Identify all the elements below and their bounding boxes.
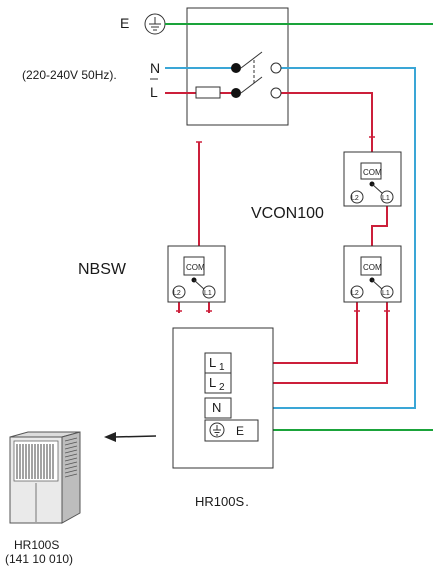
fuse-icon bbox=[195, 86, 221, 99]
earth-symbol-icon bbox=[144, 13, 166, 35]
nbsw-switch: COM L2 L1 bbox=[167, 245, 226, 303]
neutral-label: N bbox=[150, 60, 160, 76]
terminal-l1-sub: 1 bbox=[219, 362, 225, 373]
vcon100-switch-2: COM L2 L1 bbox=[343, 245, 402, 303]
earth-label: E bbox=[120, 15, 129, 31]
l2-terminal-label: L2 bbox=[173, 290, 181, 297]
vcon100-switch-1: COM L2 L1 bbox=[343, 151, 402, 207]
product-model: HR100S bbox=[14, 538, 59, 552]
terminal-n: N bbox=[212, 400, 221, 415]
l1-terminal-label: L1 bbox=[382, 195, 390, 202]
neutral-contact-dot bbox=[231, 63, 241, 73]
vcon-to-vcon-wire bbox=[371, 206, 388, 256]
hr100s-appliance-image bbox=[9, 431, 81, 524]
com-terminal-label: COM bbox=[363, 263, 382, 272]
neutral-output-terminal bbox=[270, 62, 282, 74]
arrow-left-icon bbox=[104, 432, 157, 442]
nbsw-label: NBSW bbox=[78, 261, 127, 278]
terminal-l2-main: L bbox=[209, 375, 216, 390]
l2-terminal-label: L2 bbox=[351, 195, 359, 202]
l1-terminal-label: L1 bbox=[204, 290, 212, 297]
live-switch-blade bbox=[240, 76, 263, 94]
vcon100-label: VCON100 bbox=[251, 205, 324, 222]
l1-terminal-label: L1 bbox=[382, 290, 390, 297]
terminal-block: L 1 L 2 N E bbox=[204, 352, 259, 442]
com-terminal-label: COM bbox=[186, 263, 205, 272]
product-code: (141 10 010) bbox=[5, 552, 73, 566]
voltage-note: (220-240V 50Hz). bbox=[22, 68, 117, 82]
com-terminal-label: COM bbox=[363, 168, 382, 177]
live-output-terminal bbox=[270, 87, 282, 99]
l2-terminal-label: L2 bbox=[351, 290, 359, 297]
live-label: L bbox=[150, 84, 158, 100]
neutral-switch-blade bbox=[240, 51, 263, 69]
terminal-l1-main: L bbox=[209, 355, 216, 370]
l2-wire bbox=[231, 292, 388, 384]
terminal-l2-sub: 2 bbox=[219, 382, 225, 393]
neutral-wire-out bbox=[231, 67, 416, 409]
hr-box-caption: HR100S . bbox=[195, 494, 249, 509]
terminal-earth-icon bbox=[209, 422, 225, 438]
terminal-e: E bbox=[236, 424, 244, 438]
live-wire-to-vcon bbox=[281, 92, 373, 163]
live-contact-dot bbox=[231, 88, 241, 98]
